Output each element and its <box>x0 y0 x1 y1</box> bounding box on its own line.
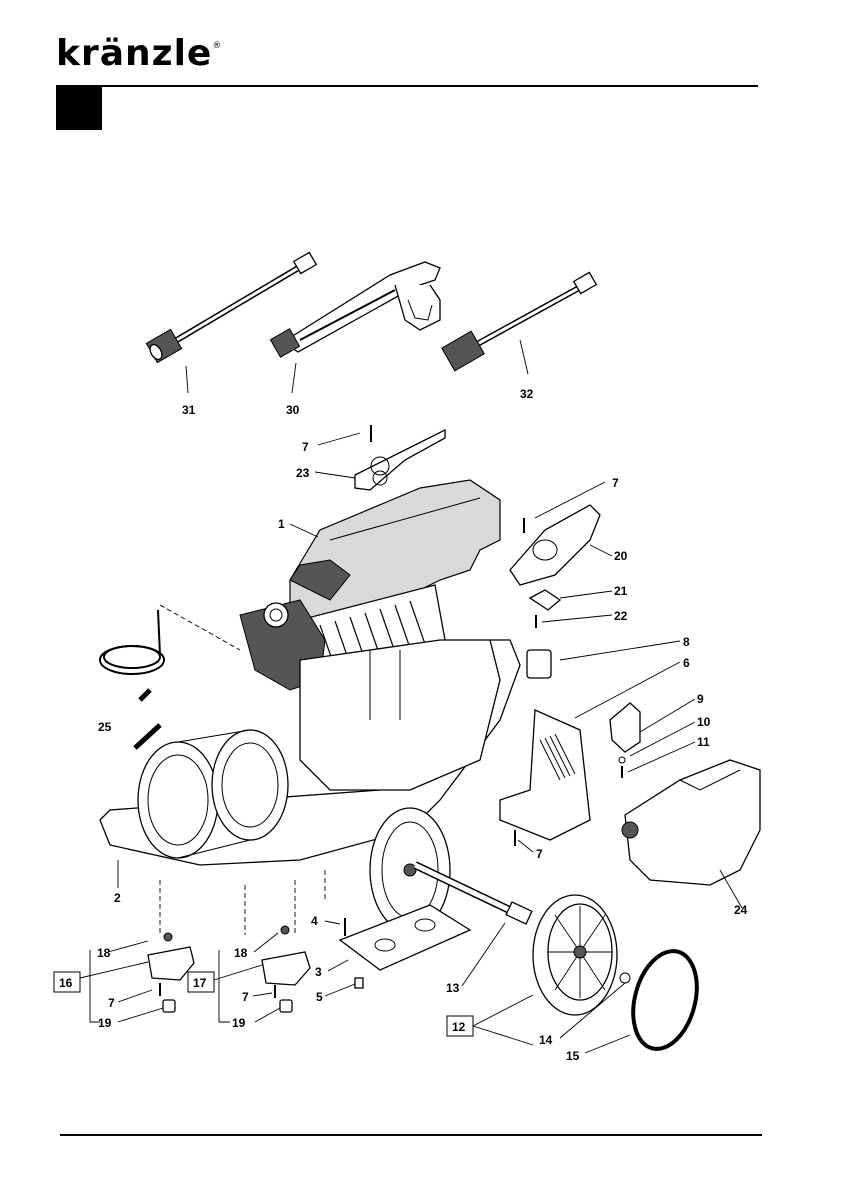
callout-box-12 <box>446 1015 474 1037</box>
callout-13: 13 <box>446 981 460 995</box>
brand-name: kränzle <box>56 33 213 74</box>
callout-11: 11 <box>697 735 710 749</box>
callout-box-17 <box>187 971 215 993</box>
callout-24: 24 <box>734 903 748 917</box>
callout-20: 20 <box>614 549 628 563</box>
hose-reel <box>133 723 289 859</box>
callout-4: 4 <box>311 914 318 928</box>
panel-6 <box>499 709 591 841</box>
screw-5 <box>354 977 364 989</box>
callout-10: 10 <box>697 715 711 729</box>
plate-3 <box>338 904 472 971</box>
callout-labels: 31 30 32 7 23 7 1 20 21 22 8 6 25 9 10 1… <box>59 387 748 1063</box>
callout-19: 19 <box>232 1016 246 1030</box>
washer-14 <box>619 972 631 984</box>
callout-14: 14 <box>539 1033 553 1047</box>
callout-16: 16 <box>59 976 73 990</box>
hood-1 <box>289 479 501 626</box>
callout-5: 5 <box>316 990 323 1004</box>
clip-21 <box>528 589 562 611</box>
callout-30: 30 <box>286 403 300 417</box>
callout-25: 25 <box>98 720 112 734</box>
callout-7: 7 <box>242 990 249 1004</box>
callout-31: 31 <box>182 403 196 417</box>
callout-23: 23 <box>296 466 310 480</box>
callout-7: 7 <box>108 996 115 1010</box>
brand-logo: kränzle® <box>56 36 222 72</box>
wheel-right-12 <box>532 894 618 1016</box>
callout-box-16 <box>53 971 81 993</box>
part-8 <box>526 649 552 679</box>
cover-23 <box>354 425 446 491</box>
callout-19: 19 <box>98 1016 112 1030</box>
callout-8: 8 <box>683 635 690 649</box>
callout-15: 15 <box>566 1049 580 1063</box>
lance-31 <box>145 251 318 364</box>
foot-17 <box>261 925 311 1013</box>
callout-leaders <box>79 339 743 1054</box>
callout-7: 7 <box>612 476 619 490</box>
spray-gun-30 <box>269 261 441 358</box>
callout-7: 7 <box>536 847 543 861</box>
housing-24 <box>621 759 761 886</box>
registered-mark: ® <box>212 41 223 51</box>
callout-9: 9 <box>697 692 704 706</box>
lance-32 <box>441 271 598 372</box>
callout-18: 18 <box>97 946 111 960</box>
assembly-leaders <box>159 870 326 935</box>
callout-18: 18 <box>234 946 248 960</box>
callout-22: 22 <box>614 609 628 623</box>
callout-2: 2 <box>114 891 121 905</box>
callout-12: 12 <box>452 1020 466 1034</box>
hose-25 <box>99 604 241 702</box>
hubcap-15 <box>631 949 699 1051</box>
foot-16 <box>147 932 195 1013</box>
callout-17: 17 <box>193 976 207 990</box>
cover-20 <box>509 504 601 586</box>
header-rule <box>56 85 758 87</box>
footer-rule <box>60 1134 762 1136</box>
callout-6: 6 <box>683 656 690 670</box>
cap-9 <box>609 702 641 753</box>
callout-7: 7 <box>302 440 309 454</box>
callout-3: 3 <box>315 965 322 979</box>
callout-32: 32 <box>520 387 534 401</box>
callout-1: 1 <box>278 517 285 531</box>
axle-13 <box>413 861 533 925</box>
section-marker <box>56 86 102 130</box>
callout-21: 21 <box>614 584 628 598</box>
washer-10 <box>618 756 626 764</box>
